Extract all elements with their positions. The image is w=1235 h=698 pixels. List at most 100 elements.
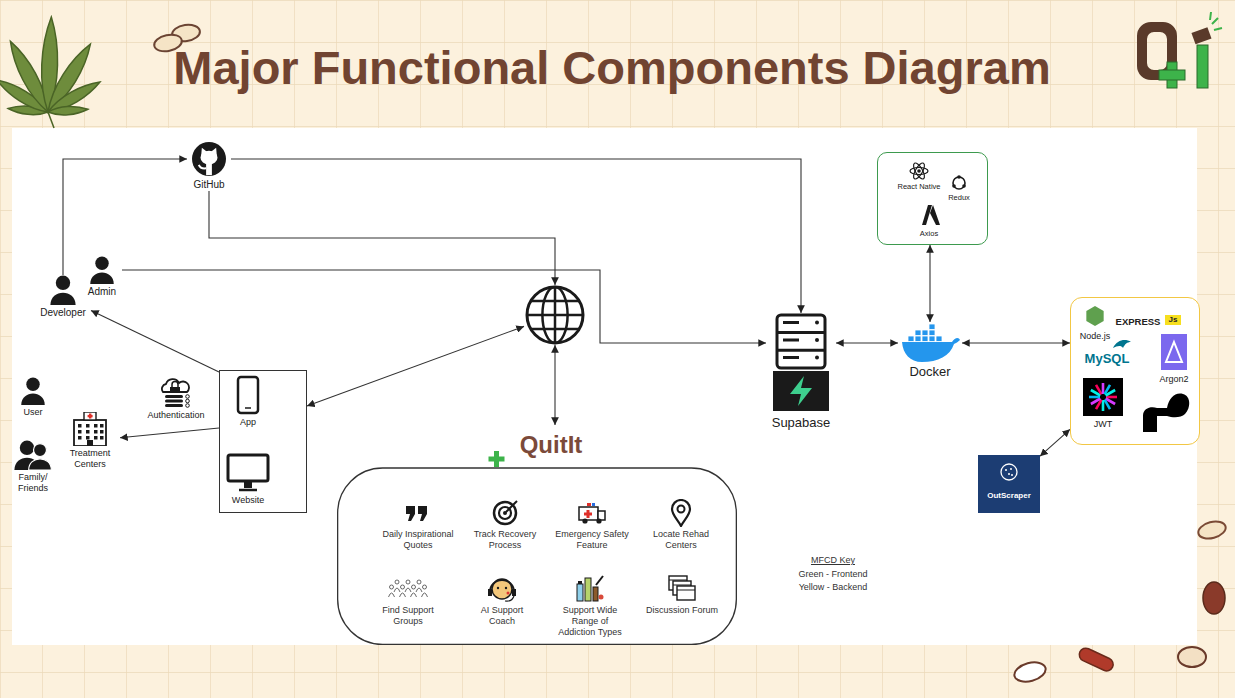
icon <box>524 285 586 345</box>
shape-rect <box>165 395 183 398</box>
icon <box>641 499 721 527</box>
shape-circle <box>1011 474 1013 476</box>
shape-path <box>411 593 417 597</box>
shape-line <box>1091 399 1101 405</box>
icon <box>220 371 308 514</box>
shape-line <box>245 407 251 409</box>
node-label: React Native <box>891 182 947 191</box>
security-icon: Authentication <box>141 378 211 421</box>
connector <box>836 342 898 343</box>
shape-line <box>1102 383 1105 394</box>
shape-path <box>406 506 415 521</box>
icon <box>640 575 724 603</box>
shape-rect <box>94 424 98 428</box>
shape-path <box>1143 394 1189 432</box>
shape-path <box>394 588 400 592</box>
legend-entry: Green - Frontend <box>778 569 888 580</box>
shape-circle <box>34 444 47 457</box>
shape-polygon <box>790 376 812 406</box>
shape-path <box>405 588 411 592</box>
shape-rect <box>777 315 825 368</box>
shape-path <box>389 593 395 597</box>
shape-ellipse <box>1196 519 1227 542</box>
node-label: Node.js <box>1075 331 1115 342</box>
shape-line <box>777 331 825 334</box>
node-label: EXPRESS <box>1112 316 1164 327</box>
shape-rect <box>929 336 935 342</box>
shape-path <box>490 580 514 592</box>
pill-decoration <box>153 23 1228 685</box>
node-label: Admin <box>82 286 122 298</box>
node-label: Redux <box>942 193 976 202</box>
shape-rect <box>489 457 505 462</box>
actor-icon: Developer <box>35 275 91 319</box>
shape-line <box>531 300 579 303</box>
shape-ellipse <box>1012 659 1048 685</box>
shape-g <box>577 576 604 601</box>
shape-rect <box>593 587 598 601</box>
shape-rect <box>587 503 591 506</box>
icon <box>82 256 122 284</box>
connector <box>209 191 555 285</box>
shape-rect <box>78 436 82 440</box>
node-label: Locate Rehad Centers <box>641 529 721 551</box>
feature-item: Locate Rehad Centers <box>641 499 721 551</box>
shape-circle <box>1008 473 1010 475</box>
shape-circle <box>423 585 427 589</box>
node-label: AI Support Coach <box>471 605 533 627</box>
icon <box>373 499 463 527</box>
shape-circle <box>815 321 819 325</box>
shape-rect <box>1083 378 1123 416</box>
shape-path <box>422 593 428 597</box>
shape-g <box>14 441 51 470</box>
shape-ellipse <box>911 161 926 180</box>
connector <box>929 245 930 322</box>
shape-circle <box>953 177 965 189</box>
shape-g <box>21 378 45 405</box>
icon <box>13 377 53 405</box>
node-label: Argon2 <box>1152 374 1196 385</box>
shape-rect <box>86 430 90 434</box>
shape-rect <box>1159 70 1185 80</box>
shape-line <box>239 489 257 492</box>
icon <box>187 141 231 177</box>
shape-path <box>45 77 103 117</box>
shape-circle <box>417 580 421 584</box>
shape-circle <box>678 506 685 513</box>
shape-ellipse <box>910 168 928 175</box>
shape-circle <box>26 378 39 391</box>
shape-g <box>902 324 960 362</box>
shape-line <box>1089 396 1100 399</box>
node-label: QuitIt <box>501 431 601 460</box>
shape-g <box>90 257 114 284</box>
shape-rect <box>936 336 942 342</box>
white-panel <box>12 128 1197 645</box>
node-label: Support Wide Range of Addiction Types <box>555 605 625 637</box>
feature-item: Track Recovery Process <box>465 499 545 551</box>
shape-circle <box>186 404 190 408</box>
feature-item: Daily Inspirational Quotes <box>373 499 463 551</box>
shape-rect <box>578 581 582 584</box>
shape-rect <box>78 430 82 434</box>
shape-rect <box>1191 27 1211 44</box>
feature-item: AI Support Coach <box>471 575 533 627</box>
shape-path <box>48 112 54 128</box>
connector <box>1040 429 1070 456</box>
client-box: AppWebsite <box>219 370 307 513</box>
shape-circle <box>815 356 819 360</box>
logo-mark <box>1137 12 1222 88</box>
shape-circle <box>497 587 499 589</box>
shape-polygon <box>1086 306 1103 326</box>
shape-path <box>172 382 178 388</box>
shape-rect <box>87 440 93 446</box>
shape-circle <box>1001 464 1017 480</box>
icon <box>978 455 1040 513</box>
shape-circle <box>815 338 819 342</box>
icon <box>35 275 91 305</box>
shape-circle <box>395 580 399 584</box>
node-label: JWT <box>1083 419 1123 430</box>
shape-g <box>406 506 427 521</box>
